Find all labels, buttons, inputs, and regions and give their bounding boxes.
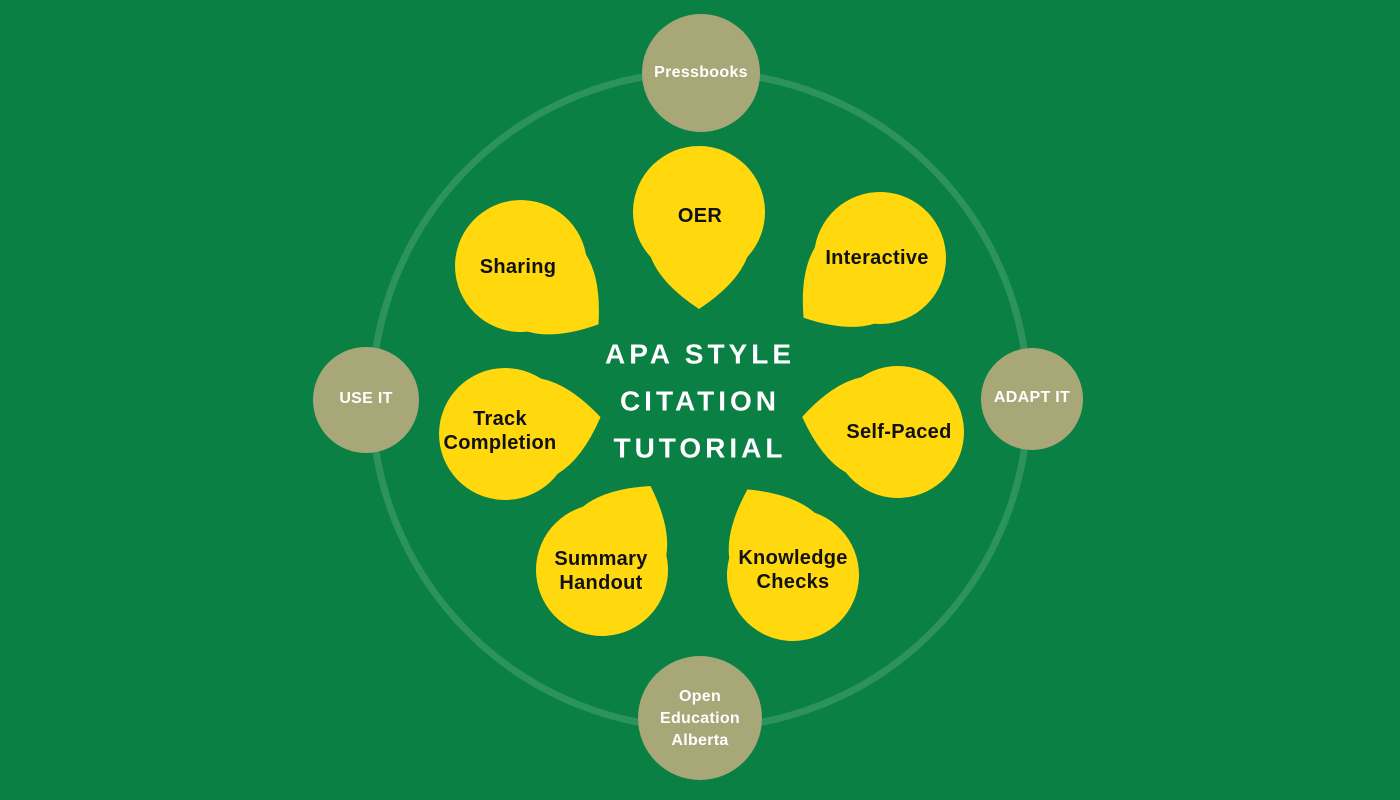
petal-shape-track-completion bbox=[439, 368, 601, 500]
node-label-use-it: USE IT bbox=[339, 390, 393, 407]
node-shapes bbox=[313, 14, 1083, 780]
petal-label-oer: OER bbox=[677, 205, 723, 227]
petal-label-self-paced: Self-Paced bbox=[846, 421, 952, 443]
petal-label-knowledge-checks: Knowledge Checks bbox=[738, 547, 848, 593]
title-line-3: TUTORIAL bbox=[613, 432, 787, 464]
petal-label-track-completion: Track Completion bbox=[443, 408, 557, 454]
node-label-open-education-alberta: Open Education Alberta bbox=[659, 688, 741, 749]
node-shape-open-education-alberta bbox=[638, 656, 762, 780]
node-label-pressbooks: Pressbooks bbox=[654, 64, 748, 81]
petal-shape-oer bbox=[633, 146, 765, 309]
petal-shapes bbox=[439, 146, 964, 641]
node-shape-use-it bbox=[313, 347, 419, 453]
petal-shape-summary-handout bbox=[536, 485, 668, 636]
petal-shape-knowledge-checks bbox=[727, 489, 859, 641]
node-shape-pressbooks bbox=[642, 14, 760, 132]
node-label-adapt-it: ADAPT IT bbox=[993, 389, 1071, 406]
petal-label-summary-handout: Summary Handout bbox=[554, 548, 648, 594]
petal-shape-self-paced bbox=[802, 366, 964, 498]
page-title: APA STYLE CITATION TUTORIAL bbox=[605, 331, 795, 472]
title-line-1: APA STYLE bbox=[604, 338, 796, 370]
node-shape-adapt-it bbox=[981, 348, 1083, 450]
petal-label-sharing: Sharing bbox=[479, 256, 557, 278]
petal-shape-sharing bbox=[455, 200, 599, 335]
petal-label-interactive: Interactive bbox=[825, 247, 929, 269]
petal-shape-interactive bbox=[802, 192, 946, 327]
title-line-2: CITATION bbox=[619, 385, 781, 417]
